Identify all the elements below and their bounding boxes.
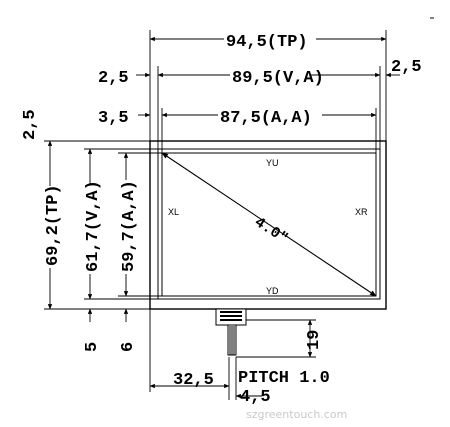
dim-right-view-label: 2,5 (391, 58, 422, 77)
dim-top-offset-label: 2,5 (21, 109, 40, 140)
dim-total-width-label: 94,5(TP) (226, 33, 308, 52)
dim-tail-width-label: 4,5 (240, 388, 271, 407)
dim-bottom-active-label: 6 (119, 342, 138, 352)
dim-view-width-label: 89,5(V,A) (232, 69, 324, 88)
dim-view-height-label: 61,7(V,A) (84, 180, 103, 272)
watermark: szgreentouch.com (246, 408, 347, 421)
dim-total-height-label: 69,2(TP) (44, 184, 63, 266)
label-xr: XR (355, 207, 368, 217)
panel-outline (149, 140, 387, 310)
fpc-tail (215, 308, 247, 356)
view-area (157, 148, 381, 300)
diagonal-label: 4.0" (251, 214, 290, 248)
dim-active-height-label: 59,7(A,A) (120, 180, 139, 272)
label-yd: YD (266, 286, 279, 296)
dim-active-width-label: 87,5(A,A) (220, 109, 312, 128)
dim-tail-offset-label: 32,5 (173, 371, 214, 390)
pitch-label: PITCH 1.0 (238, 369, 330, 388)
label-xl: XL (168, 207, 179, 217)
dim-bottom-view-label: 5 (83, 342, 102, 352)
label-yu: YU (266, 158, 279, 168)
dim-left-view-label: 2,5 (98, 69, 129, 88)
diagonal-line (161, 152, 377, 297)
dim-left-active-label: 3,5 (98, 109, 129, 128)
dim-tail-length-label: 19 (305, 330, 324, 350)
